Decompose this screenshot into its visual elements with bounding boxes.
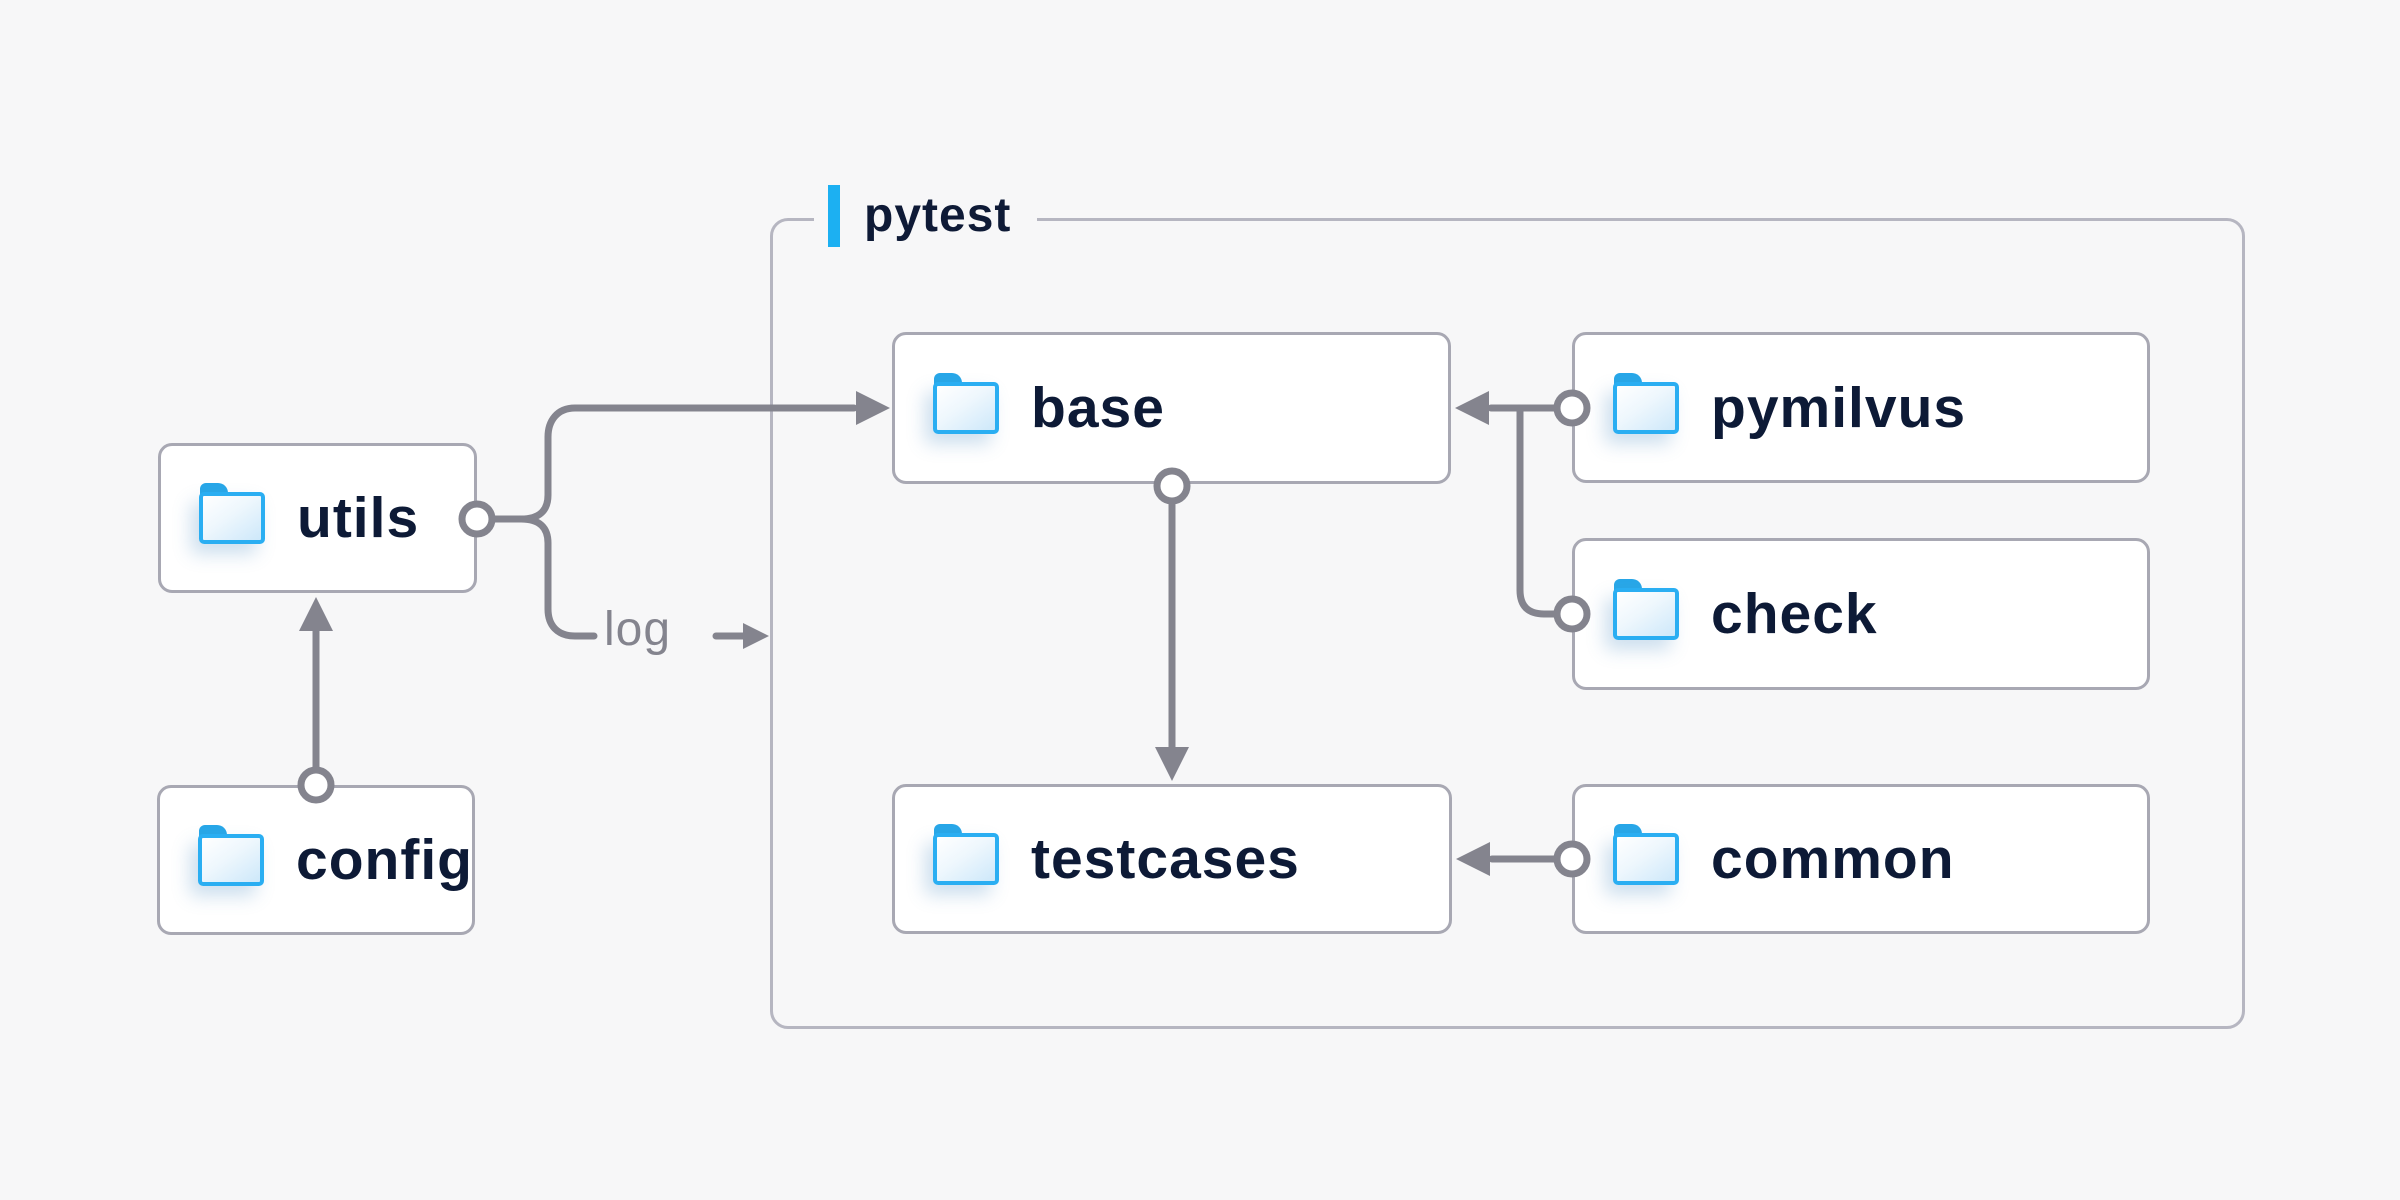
pytest-group-container	[770, 218, 2245, 1029]
node-pymilvus-label: pymilvus	[1711, 375, 1967, 440]
pytest-group-label: pytest	[814, 184, 1038, 248]
node-common[interactable]: common	[1572, 784, 2150, 934]
node-common-label: common	[1711, 827, 1955, 891]
pytest-group-label-text: pytest	[864, 189, 1012, 242]
node-utils[interactable]: utils	[158, 443, 477, 593]
node-testcases[interactable]: testcases	[892, 784, 1452, 934]
node-base-label: base	[1031, 376, 1165, 440]
folder-icon	[933, 373, 999, 434]
folder-icon	[198, 825, 264, 886]
node-check-label: check	[1711, 582, 1878, 646]
node-config[interactable]: config	[157, 785, 475, 935]
folder-icon	[1613, 579, 1679, 640]
node-utils-label: utils	[297, 486, 420, 550]
node-base[interactable]: base	[892, 332, 1451, 484]
folder-icon	[1613, 824, 1679, 885]
folder-icon	[199, 483, 265, 544]
accent-bar-icon	[828, 185, 840, 247]
folder-icon	[933, 824, 999, 885]
node-config-label: config	[296, 828, 473, 892]
node-testcases-label: testcases	[1031, 827, 1300, 891]
node-check[interactable]: check	[1572, 538, 2150, 690]
log-edge-label: log	[604, 603, 672, 656]
node-pymilvus[interactable]: pymilvus	[1572, 332, 2150, 483]
edge-config-utils	[297, 597, 335, 804]
folder-icon	[1613, 372, 1679, 434]
